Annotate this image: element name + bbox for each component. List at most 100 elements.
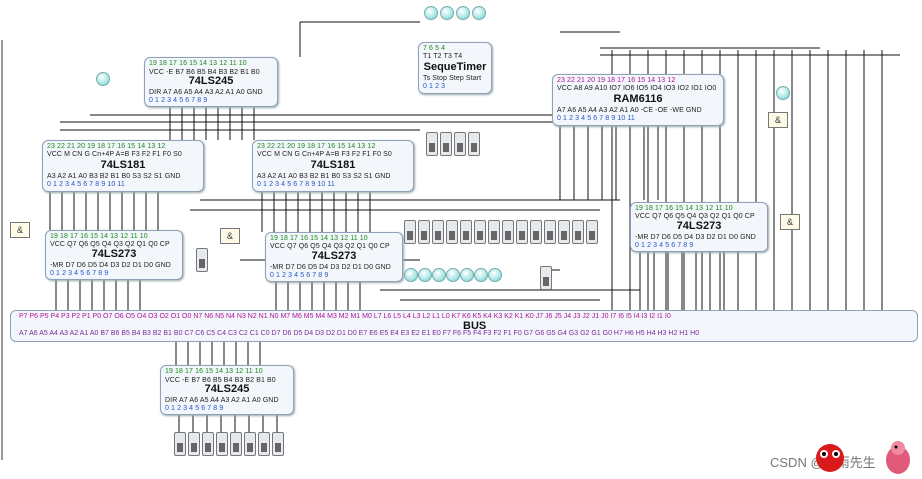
mascot-icon	[816, 444, 844, 472]
pin-labels-bottom: A3 A2 A1 A0 B3 B2 B1 B0 S3 S2 S1 GND	[47, 173, 181, 180]
pin-numbers-bottom: 0 1 2 3 4 5 6 7 8 9	[50, 270, 109, 277]
pin-numbers-top: 19 18 17 16 15 14 13 12 11 10	[149, 60, 247, 67]
toggle-switch[interactable]	[544, 220, 556, 244]
pin-labels-bottom: DIR A7 A6 A5 A4 A3 A2 A1 A0 GND	[149, 89, 263, 96]
toggle-switch[interactable]	[188, 432, 200, 456]
lamp-icon	[404, 268, 418, 282]
pin-numbers-top: 19 18 17 16 15 14 13 12 11 10	[270, 235, 368, 242]
toggle-switch[interactable]	[530, 220, 542, 244]
toggle-switch[interactable]	[272, 432, 284, 456]
toggle-switch[interactable]	[572, 220, 584, 244]
chip-74ls245-top[interactable]: 19 18 17 16 15 14 13 12 11 10 VCC -E B7 …	[144, 57, 278, 107]
toggle-switch[interactable]	[230, 432, 242, 456]
toggle-switch[interactable]	[432, 220, 444, 244]
pin-labels-top: VCC -E B7 B6 B5 B4 B3 B2 B1 B0	[149, 69, 260, 76]
pin-labels-top: VCC -E B7 B6 B5 B4 B3 B2 B1 B0	[165, 377, 276, 384]
and-gate[interactable]: &	[220, 228, 240, 244]
toggle-switch[interactable]	[404, 220, 416, 244]
toggle-switch[interactable]	[558, 220, 570, 244]
pin-numbers-top: 23 22 21 20 19 18 17 16 15 14 13 12	[47, 143, 166, 150]
pin-labels-top: VCC Q7 Q6 Q5 Q4 Q3 Q2 Q1 Q0 CP	[50, 241, 170, 248]
chip-title: RAM6116	[613, 93, 663, 105]
pin-numbers-bottom: 0 1 2 3 4 5 6 7 8 9	[149, 97, 208, 104]
toggle-switch[interactable]	[454, 132, 466, 156]
lamp-icon	[456, 6, 470, 20]
toggle-switch[interactable]	[418, 220, 430, 244]
pin-labels-bottom: A7 A6 A5 A4 A3 A2 A1 A0 -CE -OE -WE GND	[557, 107, 702, 114]
lamp-icon	[446, 268, 460, 282]
pin-labels-top: VCC M CN G Cn+4P A=B F3 F2 F1 F0 S0	[47, 151, 182, 158]
chip-sequetimer[interactable]: 7 6 5 4 T1 T2 T3 T4 SequeTimer Ts Stop S…	[418, 42, 492, 94]
chip-74ls181-center[interactable]: 23 22 21 20 19 18 17 16 15 14 13 12 VCC …	[252, 140, 414, 192]
bus-block[interactable]: P7 P6 P5 P4 P3 P2 P1 P0 O7 O6 O5 O4 O3 O…	[10, 310, 918, 342]
chip-title: 74LS245	[204, 383, 250, 395]
lamp-icon	[488, 268, 502, 282]
lamp-icon	[776, 86, 790, 100]
pin-labels-top: VCC M CN G Cn+4P A=B F3 F2 F1 F0 S0	[257, 151, 392, 158]
lamp-icon	[440, 6, 454, 20]
bus-pins-top: P7 P6 P5 P4 P3 P2 P1 P0 O7 O6 O5 O4 O3 O…	[19, 313, 671, 320]
pin-labels-bottom: A3 A2 A1 A0 B3 B2 B1 B0 S3 S2 S1 GND	[257, 173, 391, 180]
pin-numbers-top: 19 18 17 16 15 14 13 12 11 10	[50, 233, 148, 240]
and-gate[interactable]: &	[780, 214, 800, 230]
pin-labels-bottom: DIR A7 A6 A5 A4 A3 A2 A1 A0 GND	[165, 397, 279, 404]
toggle-switch[interactable]	[216, 432, 228, 456]
chip-title: 74LS181	[100, 159, 146, 171]
chip-title: 74LS273	[676, 220, 722, 232]
lamp-icon	[460, 268, 474, 282]
toggle-switch[interactable]	[440, 132, 452, 156]
chip-title: 74LS181	[310, 159, 356, 171]
toggle-switch[interactable]	[244, 432, 256, 456]
toggle-switch[interactable]	[502, 220, 514, 244]
chip-74ls245-bottom[interactable]: 19 18 17 16 15 14 13 12 11 10 VCC -E B7 …	[160, 365, 294, 415]
toggle-switch[interactable]	[174, 432, 186, 456]
pin-labels-top: VCC Q7 Q6 Q5 Q4 Q3 Q2 Q1 Q0 CP	[635, 213, 755, 220]
pin-numbers-bottom: 0 1 2 3 4 5 6 7 8 9 10 11	[557, 115, 635, 122]
pin-numbers-bottom: 0 1 2 3 4 5 6 7 8 9	[635, 242, 694, 249]
toggle-switch[interactable]	[460, 220, 472, 244]
chip-74ls273-right[interactable]: 19 18 17 16 15 14 13 12 11 10 VCC Q7 Q6 …	[630, 202, 768, 252]
pin-labels-bottom: -MR D7 D6 D5 D4 D3 D2 D1 D0 GND	[50, 262, 171, 269]
pin-numbers-top: 19 18 17 16 15 14 13 12 11 10	[165, 368, 263, 375]
pin-numbers-bottom: 0 1 2 3 4 5 6 7 8 9	[165, 405, 224, 412]
toggle-switch[interactable]	[196, 248, 208, 272]
lamp-icon	[418, 268, 432, 282]
toggle-switch[interactable]	[488, 220, 500, 244]
chip-74ls181-left[interactable]: 23 22 21 20 19 18 17 16 15 14 13 12 VCC …	[42, 140, 204, 192]
pin-labels-bottom: Ts Stop Step Start	[423, 75, 482, 82]
chip-title: SequeTimer	[423, 61, 487, 73]
chip-ram6116[interactable]: 23 22 21 20 19 18 17 16 15 14 13 12 VCC …	[552, 74, 724, 126]
pin-labels-top: T1 T2 T3 T4	[423, 53, 463, 60]
pin-numbers-top: 7 6 5 4	[423, 45, 446, 52]
toggle-switch[interactable]	[540, 266, 552, 290]
pin-numbers-top: 19 18 17 16 15 14 13 12 11 10	[635, 205, 733, 212]
pin-numbers-bottom: 0 1 2 3 4 5 6 7 8 9 10 11	[257, 181, 335, 188]
toggle-switch[interactable]	[426, 132, 438, 156]
pin-numbers-top: 23 22 21 20 19 18 17 16 15 14 13 12	[557, 77, 676, 84]
toggle-switch[interactable]	[586, 220, 598, 244]
toggle-switch[interactable]	[516, 220, 528, 244]
lamp-icon	[474, 268, 488, 282]
toggle-switch[interactable]	[474, 220, 486, 244]
bus-pins-bottom: A7 A6 A5 A4 A3 A2 A1 A0 B7 B6 B5 B4 B3 B…	[19, 330, 700, 337]
and-gate[interactable]: &	[768, 112, 788, 128]
pin-labels-top: VCC Q7 Q6 Q5 Q4 Q3 Q2 Q1 Q0 CP	[270, 243, 390, 250]
mascot-icon	[886, 441, 910, 474]
bus-title: BUS	[463, 320, 487, 332]
chip-title: 74LS273	[311, 250, 357, 262]
lamp-icon	[96, 72, 110, 86]
toggle-switch[interactable]	[258, 432, 270, 456]
and-gate[interactable]: &	[10, 222, 30, 238]
toggle-switch[interactable]	[468, 132, 480, 156]
chip-74ls273-left[interactable]: 19 18 17 16 15 14 13 12 11 10 VCC Q7 Q6 …	[45, 230, 183, 280]
pin-labels-top: VCC A8 A9 A10 IO7 IO6 IO5 IO4 IO3 IO2 IO…	[557, 85, 717, 92]
toggle-switch[interactable]	[446, 220, 458, 244]
chip-74ls273-center[interactable]: 19 18 17 16 15 14 13 12 11 10 VCC Q7 Q6 …	[265, 232, 403, 282]
pin-numbers-top: 23 22 21 20 19 18 17 16 15 14 13 12	[257, 143, 376, 150]
pin-numbers-bottom: 0 1 2 3	[423, 83, 446, 90]
pin-numbers-bottom: 0 1 2 3 4 5 6 7 8 9	[270, 272, 329, 279]
lamp-icon	[424, 6, 438, 20]
toggle-switch[interactable]	[202, 432, 214, 456]
